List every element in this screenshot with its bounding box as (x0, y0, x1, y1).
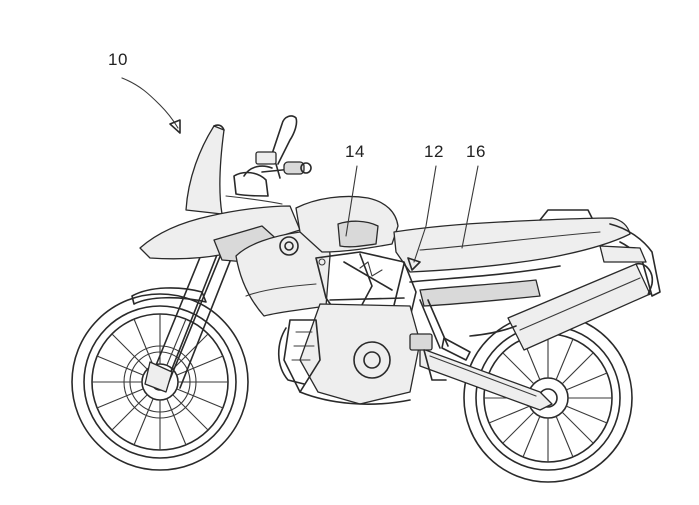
swingarm (419, 347, 553, 411)
side-fairing (235, 231, 331, 317)
leader-arrow-10 (121, 77, 181, 134)
exhaust-muffler (469, 262, 654, 351)
front-fender (131, 287, 207, 305)
reference-numeral-14: 14 (345, 142, 365, 161)
leader-lines (345, 165, 479, 271)
reference-numeral-12: 12 (424, 142, 444, 161)
reference-numeral-16: 16 (466, 142, 486, 161)
fuel-tank (295, 195, 399, 253)
crash-bar (277, 327, 305, 385)
tail-section (599, 223, 661, 297)
handlebar (243, 151, 312, 177)
engine (283, 303, 421, 405)
rear-shock (409, 299, 471, 381)
front-wheel (71, 293, 249, 471)
side-panel (409, 265, 561, 307)
front-fairing (139, 171, 301, 263)
windscreen (185, 124, 225, 215)
seat (393, 209, 631, 273)
reference-numeral-10: 10 (108, 50, 128, 69)
